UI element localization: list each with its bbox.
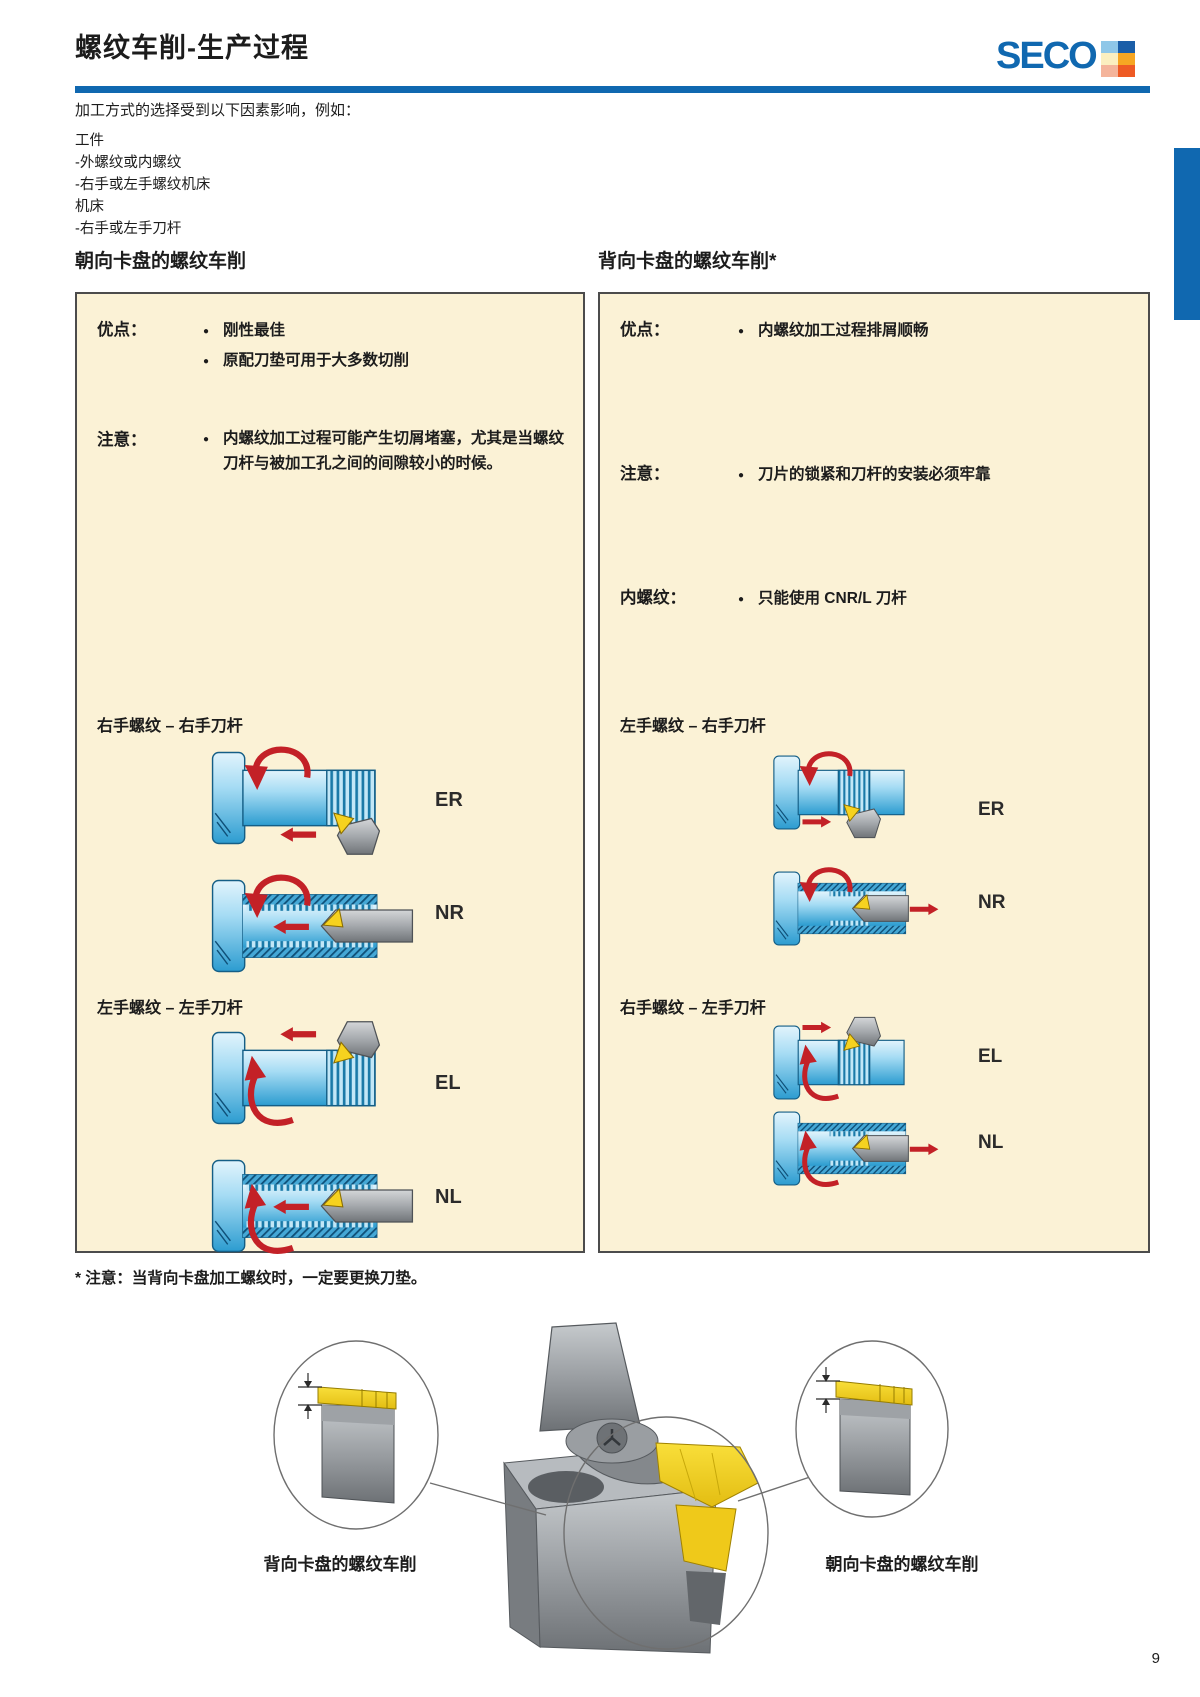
intro-item: 工件 — [75, 133, 104, 149]
heading-away-chuck: 背向卡盘的螺纹车削* — [598, 251, 777, 272]
logo-cell — [1117, 65, 1135, 77]
diagram-er-external — [205, 740, 420, 856]
diagram-label-nr: NR — [435, 902, 464, 924]
diagram-nr-internal — [768, 862, 940, 955]
diagram-label-el: EL — [435, 1072, 461, 1094]
diagram-er-external — [768, 746, 940, 839]
callout-away-chuck — [273, 1340, 547, 1530]
diagram-el-external — [205, 1020, 420, 1136]
logo-cell — [1100, 53, 1118, 65]
note-list: 内螺纹加工过程可能产生切屑堵塞，尤其是当螺纹刀杆与被加工孔之间的间隙较小的时候。 — [203, 426, 577, 476]
advantages-list: 刚性最佳 原配刀垫可用于大多数切削 — [203, 316, 409, 377]
diagram-label-nl: NL — [435, 1186, 462, 1208]
advantages-label: 优点： — [620, 321, 670, 339]
logo-cell — [1117, 53, 1135, 65]
subheading-rh-thread: 右手螺纹 – 右手刀杆 — [97, 718, 243, 735]
diagram-nl-internal — [768, 1102, 940, 1195]
note-list: 刀片的锁紧和刀杆的安装必须牢靠 — [738, 460, 991, 491]
seco-logo: SECO — [996, 35, 1135, 77]
advantages-list: 内螺纹加工过程排屑顺畅 — [738, 316, 929, 347]
footnote: * 注意：当背向卡盘加工螺纹时，一定要更换刀垫。 — [75, 1270, 427, 1287]
panel-facing-chuck: 优点： 刚性最佳 原配刀垫可用于大多数切削 注意： 内螺纹加工过程可能产生切屑堵… — [75, 292, 585, 1254]
advantages-label: 优点： — [97, 321, 147, 339]
seco-logo-text: SECO — [996, 35, 1098, 77]
insert-top — [655, 1442, 759, 1508]
insert-wedge — [675, 1504, 737, 1572]
subheading-lh-thread-rh-holder: 左手螺纹 – 右手刀杆 — [620, 718, 766, 735]
diagram-label-er: ER — [978, 799, 1005, 820]
callout-facing-chuck — [737, 1340, 949, 1518]
panel-away-chuck: 优点： 内螺纹加工过程排屑顺畅 注意： 刀片的锁紧和刀杆的安装必须牢靠 内螺纹：… — [598, 292, 1150, 1253]
page-number: 9 — [1151, 1650, 1160, 1667]
diagram-label-nr: NR — [978, 892, 1006, 913]
figure-label-facing-chuck: 朝向卡盘的螺纹车削 — [825, 1555, 979, 1574]
subheading-lh-thread: 左手螺纹 – 左手刀杆 — [97, 1000, 243, 1017]
header-rule — [75, 86, 1150, 93]
note-item: 内螺纹加工过程可能产生切屑堵塞，尤其是当螺纹刀杆与被加工孔之间的间隙较小的时候。 — [203, 426, 577, 476]
diagram-nr-internal — [205, 868, 420, 984]
intro-item: -右手或左手刀杆 — [75, 221, 182, 237]
intro-item: 机床 — [75, 199, 104, 215]
advantage-item: 原配刀垫可用于大多数切削 — [203, 346, 409, 377]
diagram-label-nl: NL — [978, 1132, 1004, 1153]
toolholder-illustration — [273, 1322, 949, 1654]
intro-lead: 加工方式的选择受到以下因素影响，例如： — [75, 102, 361, 119]
intro-item: -右手或左手螺纹机床 — [75, 177, 211, 193]
diagram-label-er: ER — [435, 789, 463, 811]
shim-insert — [835, 1380, 913, 1406]
page-title: 螺纹车削-生产过程 — [75, 33, 309, 63]
note-label: 注意： — [97, 431, 147, 449]
subheading-rh-thread-lh-holder: 右手螺纹 – 左手刀杆 — [620, 1000, 766, 1017]
diagram-el-external — [768, 1016, 940, 1109]
advantage-item: 刚性最佳 — [203, 316, 409, 347]
toolholder-body — [503, 1322, 769, 1654]
intro-list: 工件 -外螺纹或内螺纹 -右手或左手螺纹机床 机床 -右手或左手刀杆 — [75, 130, 210, 240]
internal-thread-label: 内螺纹： — [620, 589, 686, 607]
note-label: 注意： — [620, 465, 670, 483]
seco-logo-mark-icon — [1100, 41, 1135, 77]
diagram-label-el: EL — [978, 1046, 1003, 1067]
internal-thread-item: 只能使用 CNR/L 刀杆 — [738, 584, 907, 615]
note-item: 刀片的锁紧和刀杆的安装必须牢靠 — [738, 460, 991, 491]
logo-cell — [1117, 41, 1135, 53]
logo-cell — [1100, 65, 1118, 77]
heading-facing-chuck: 朝向卡盘的螺纹车削 — [75, 251, 247, 272]
logo-cell — [1100, 41, 1118, 53]
internal-thread-list: 只能使用 CNR/L 刀杆 — [738, 584, 907, 615]
diagram-nl-internal — [205, 1148, 420, 1264]
figure-label-away-chuck: 背向卡盘的螺纹车削 — [263, 1555, 417, 1574]
intro-item: -外螺纹或内螺纹 — [75, 155, 182, 171]
section-side-tab — [1174, 148, 1200, 320]
advantage-item: 内螺纹加工过程排屑顺畅 — [738, 316, 929, 347]
